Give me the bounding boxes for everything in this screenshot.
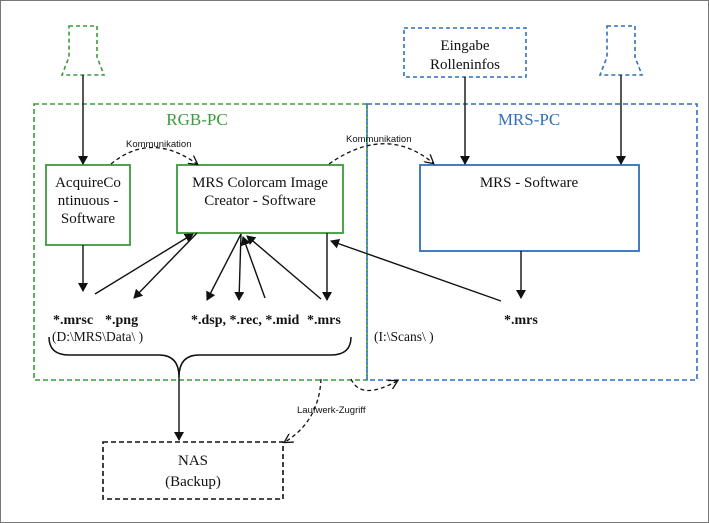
laufwerk-to-nas-arc xyxy=(285,378,322,442)
acquire-software-box xyxy=(45,164,131,246)
data-flow-arrows xyxy=(78,75,626,441)
arrow-mid-to-creator xyxy=(241,236,266,299)
arrow-creator-to-rec xyxy=(234,233,245,301)
file-png: *.png xyxy=(105,313,138,328)
eingabe-label-line2: Rolleninfos xyxy=(430,57,500,73)
arrow-mrs-right-to-creator xyxy=(330,238,502,302)
file-mrs-right: *.mrs xyxy=(504,313,538,328)
mrs-pc-label: MRS-PC xyxy=(498,110,560,129)
arrow-mrsc-to-creator xyxy=(94,233,194,295)
nas-box xyxy=(102,441,284,500)
creator-label-line1: MRS Colorcam Image xyxy=(192,175,328,191)
mrs-pc-zone xyxy=(366,103,698,381)
mrs-software-label: MRS - Software xyxy=(480,175,579,191)
mrs-software-box xyxy=(419,164,640,252)
creator-label-line2: Creator - Software xyxy=(204,193,316,209)
path-right: (I:\Scans\ ) xyxy=(374,329,434,344)
acquire-label-line1: AcquireCo xyxy=(55,175,121,191)
kommunikation-arc-right xyxy=(328,143,433,165)
arrow-creator-to-dsp xyxy=(206,233,242,301)
file-group-brace xyxy=(48,336,352,378)
creator-software-box xyxy=(176,164,344,234)
kommunikation-arc-left xyxy=(110,146,197,165)
file-mrs-left: *.mrs xyxy=(307,313,341,328)
kommunikation-right-label: Kommunikation xyxy=(346,134,411,145)
rgb-pc-label: RGB-PC xyxy=(166,110,227,129)
acquire-label-line2: ntinuous - xyxy=(58,193,118,209)
nas-label-line1: NAS xyxy=(178,453,208,469)
nas-label-line2: (Backup) xyxy=(165,474,221,490)
laufwerk-arc xyxy=(350,378,397,392)
arrow-creator-to-png xyxy=(133,232,198,299)
acquire-label-line3: Software xyxy=(61,211,115,227)
file-mrsc: *.mrsc xyxy=(53,313,93,328)
path-left: (D:\MRS\Data\ ) xyxy=(52,329,143,344)
laufwerk-label: Laufwerk-Zugriff xyxy=(297,405,366,416)
communication-arcs xyxy=(110,143,433,442)
file-dsp-rec-mid: *.dsp, *.rec, *.mid xyxy=(191,313,299,328)
eingabe-label-line1: Eingabe xyxy=(440,38,489,54)
camera-icon-right xyxy=(598,25,644,76)
arrow-mrs-to-creator xyxy=(246,235,322,300)
camera-icon-left xyxy=(60,25,106,76)
rgb-pc-zone xyxy=(33,103,368,381)
kommunikation-left-label: Kommunikation xyxy=(126,139,191,150)
